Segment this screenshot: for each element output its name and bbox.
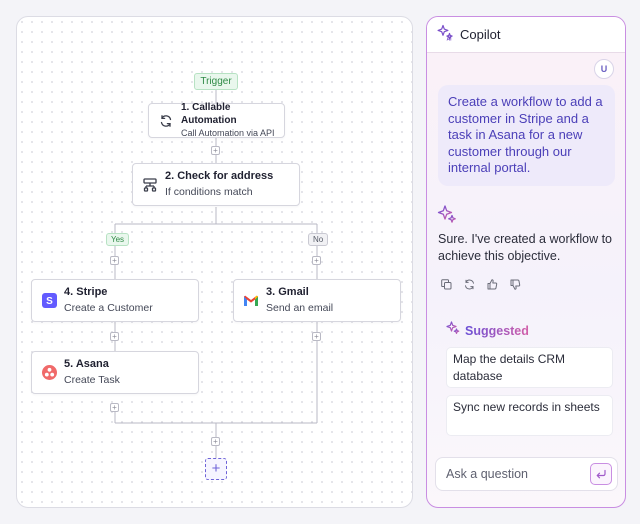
- copilot-sparkle-icon: AI: [437, 24, 454, 46]
- user-message: Create a workflow to add a customer in S…: [438, 85, 615, 186]
- workflow-canvas[interactable]: Trigger 1. Callable Automation Call Auto…: [16, 16, 413, 508]
- connector-lines: [114, 88, 318, 458]
- stripe-icon: S: [40, 292, 58, 310]
- regenerate-icon[interactable]: [463, 278, 475, 290]
- node-check-address[interactable]: 2. Check for address If conditions match: [132, 163, 300, 206]
- node-subtitle: Call Automation via API: [181, 128, 275, 138]
- user-avatar: U: [594, 59, 614, 79]
- suggested-title: Suggested: [465, 323, 529, 338]
- node-subtitle: Create Task: [64, 374, 120, 386]
- enter-icon: [596, 469, 606, 479]
- bot-sparkle-icon: [437, 204, 457, 229]
- suggestion-chip[interactable]: Map the details CRM database: [446, 347, 613, 388]
- add-final-step-button[interactable]: +: [205, 458, 227, 480]
- node-gmail[interactable]: 3. Gmail Send an email: [233, 279, 401, 322]
- ask-input[interactable]: [446, 467, 586, 481]
- node-subtitle: Send an email: [266, 302, 334, 314]
- svg-text:S: S: [46, 296, 53, 307]
- add-step-button[interactable]: +: [110, 332, 119, 341]
- node-subtitle: Create a Customer: [64, 302, 153, 314]
- yes-branch-tag: Yes: [106, 233, 130, 246]
- add-step-button[interactable]: +: [110, 256, 119, 265]
- ask-box: [435, 457, 618, 491]
- add-step-button[interactable]: +: [211, 437, 220, 446]
- node-callable-automation[interactable]: 1. Callable Automation Call Automation v…: [148, 102, 285, 138]
- suggestion-chip[interactable]: Sync new records in sheets: [446, 395, 613, 436]
- add-step-button[interactable]: +: [312, 332, 321, 341]
- thumbs-down-icon[interactable]: [509, 278, 521, 290]
- node-title: 4. Stripe: [64, 286, 108, 298]
- node-title: 3. Gmail: [266, 286, 309, 298]
- trigger-tag: Trigger: [194, 73, 238, 90]
- thumbs-up-icon[interactable]: [486, 278, 498, 290]
- copilot-header: AI Copilot: [427, 17, 625, 53]
- no-branch-tag: No: [308, 233, 329, 246]
- add-step-button[interactable]: +: [211, 146, 220, 155]
- node-title: 2. Check for address: [165, 170, 274, 182]
- message-actions: [440, 278, 521, 290]
- asana-icon: [40, 364, 58, 382]
- gmail-icon: [242, 292, 260, 310]
- node-asana[interactable]: 5. Asana Create Task: [31, 351, 199, 394]
- copilot-title: Copilot: [460, 27, 501, 42]
- copy-icon[interactable]: [440, 278, 452, 290]
- suggested-sparkle-icon: [446, 321, 460, 340]
- send-button[interactable]: [590, 463, 612, 485]
- node-subtitle: If conditions match: [165, 186, 253, 198]
- bot-message: Sure. I've created a workflow to achieve…: [438, 232, 612, 263]
- suggested-header: Suggested: [446, 321, 529, 340]
- branch-icon: [141, 176, 159, 194]
- node-title: 5. Asana: [64, 358, 109, 370]
- copilot-panel: AI Copilot U Create a workflow to add a …: [426, 16, 626, 508]
- sync-icon: [157, 112, 175, 130]
- svg-text:AI: AI: [447, 36, 453, 41]
- add-step-button[interactable]: +: [312, 256, 321, 265]
- add-step-button[interactable]: +: [110, 403, 119, 412]
- node-stripe[interactable]: S 4. Stripe Create a Customer: [31, 279, 199, 322]
- node-title: 1. Callable Automation: [181, 102, 237, 126]
